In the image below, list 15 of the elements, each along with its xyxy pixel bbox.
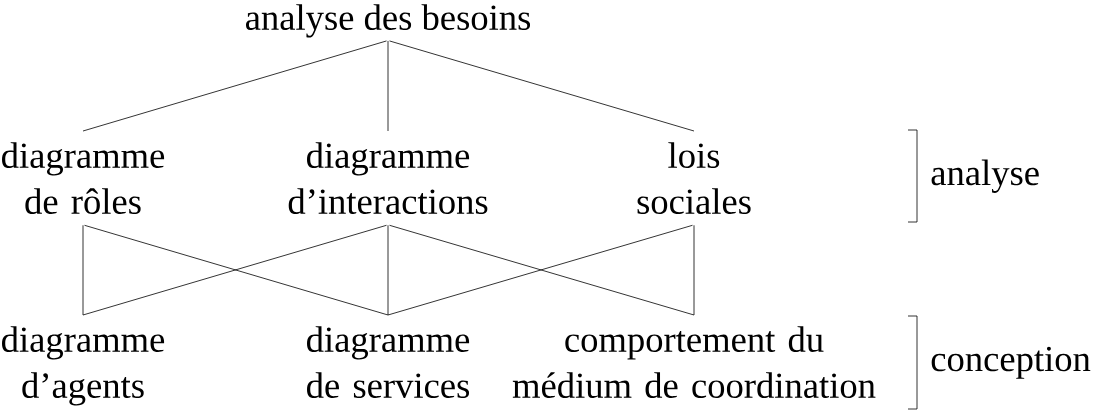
connector-line (82, 224, 84, 316)
connector-line (693, 224, 695, 316)
connector-line (387, 40, 389, 132)
connector-line (82, 40, 387, 132)
node-label: comportement du médium de coordination (512, 326, 876, 398)
node-label: analyse des besoins (246, 4, 530, 38)
connector-line (389, 40, 695, 132)
bracket-label: analyse (931, 159, 1039, 193)
bracket-label: conception (931, 346, 1091, 379)
node-label: diagramme d’interactions (288, 142, 488, 214)
connector-line (387, 224, 389, 316)
node-label: lois sociales (637, 142, 751, 214)
node-label: diagramme d’agents (2, 326, 165, 406)
node-label: diagramme de services (307, 326, 470, 398)
node-label: diagramme de rôles (2, 142, 165, 214)
